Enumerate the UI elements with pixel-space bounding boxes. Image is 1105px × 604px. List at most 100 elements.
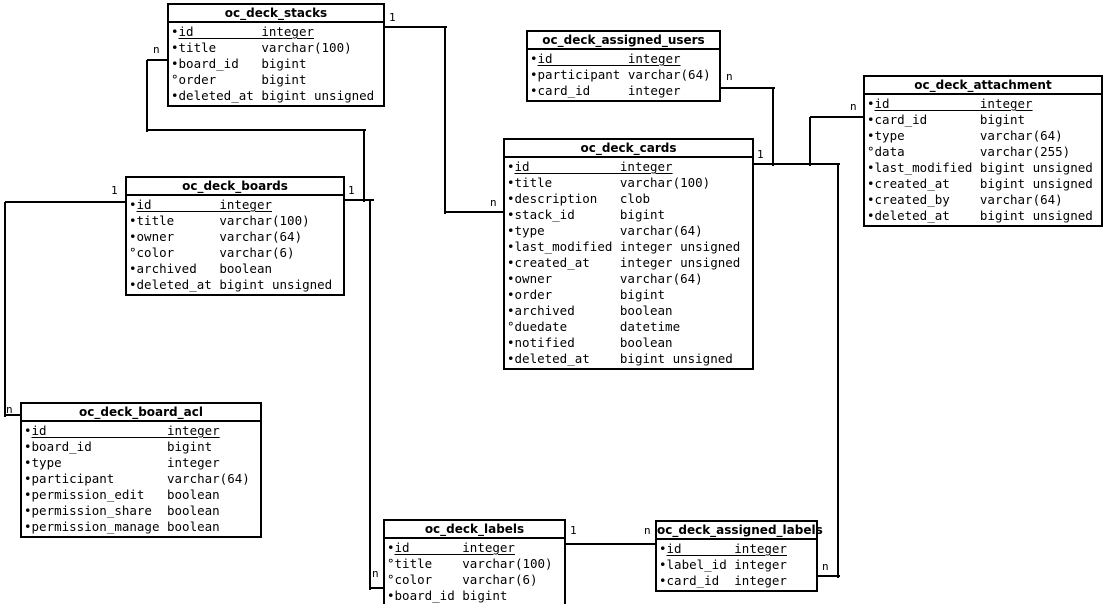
field-text: deleted_at bigint unsigned (136, 277, 333, 292)
cardinality-label: 1 (389, 11, 396, 24)
field-text: title varchar(100) (178, 40, 352, 55)
relationship-line-boards-to-stacks (147, 59, 169, 61)
field-row-color: °color varchar(6) (129, 245, 341, 261)
notnull-bullet-icon: • (24, 487, 32, 502)
notnull-bullet-icon: • (24, 503, 32, 518)
field-row-duedate: °duedate datetime (507, 319, 750, 335)
entity-oc_deck_boards[interactable]: oc_deck_boards•id integer•title varchar(… (125, 176, 345, 296)
entity-oc_deck_assigned_users[interactable]: oc_deck_assigned_users•id integer•partic… (526, 30, 721, 102)
entity-title: oc_deck_labels (385, 521, 564, 539)
field-row-title: •title varchar(100) (171, 40, 381, 56)
field-text: last_modified bigint unsigned (874, 160, 1093, 175)
cardinality-label: 1 (348, 184, 355, 197)
field-row-card_id: •card_id integer (659, 573, 814, 589)
field-row-order: °order bigint (171, 72, 381, 88)
notnull-bullet-icon: • (867, 208, 875, 223)
field-row-label_id: •label_id integer (659, 557, 814, 573)
entity-title: oc_deck_attachment (865, 77, 1101, 95)
primary-key-field-text: id integer (136, 197, 272, 212)
field-text: card_id integer (666, 573, 787, 588)
entity-oc_deck_assigned_labels[interactable]: oc_deck_assigned_labels•id integer•label… (655, 520, 823, 592)
relationship-line-stacks-to-cards (444, 27, 446, 214)
field-text: duedate datetime (514, 319, 681, 334)
entity-oc_deck_attachment[interactable]: oc_deck_attachment•id integer•card_id bi… (863, 75, 1103, 227)
relationship-line-cards-to-assigned-users-attachment-assigned-labels (772, 88, 774, 166)
field-text: description clob (514, 191, 650, 206)
field-text: color varchar(6) (136, 245, 295, 260)
field-text: deleted_at bigint unsigned (178, 88, 375, 103)
field-text: label_id integer (666, 557, 787, 572)
field-row-type: •type integer (24, 455, 258, 471)
field-row-id: •id integer (530, 51, 717, 67)
notnull-bullet-icon: • (129, 213, 137, 228)
field-row-stack_id: •stack_id bigint (507, 207, 750, 223)
entity-oc_deck_cards[interactable]: oc_deck_cards•id integer•title varchar(1… (503, 138, 754, 370)
relationship-line-boards-to-stacks (345, 199, 374, 201)
entity-oc_deck_stacks[interactable]: oc_deck_stacks•id integer•title varchar(… (167, 3, 385, 107)
entity-oc_deck_labels[interactable]: oc_deck_labels•id integer°title varchar(… (383, 519, 566, 604)
primary-key-field-text: id integer (874, 96, 1033, 111)
relationship-line-boards-to-stacks (147, 129, 366, 131)
cardinality-label: n (490, 196, 497, 209)
primary-key-field-text: id integer (514, 159, 673, 174)
field-row-last_modified: •last_modified integer unsigned (507, 239, 750, 255)
field-text: board_id bigint (178, 56, 307, 71)
notnull-bullet-icon: • (171, 88, 179, 103)
notnull-bullet-icon: • (387, 588, 395, 603)
notnull-bullet-icon: • (24, 423, 32, 438)
notnull-bullet-icon: • (659, 541, 667, 556)
field-row-description: •description clob (507, 191, 750, 207)
entity-title: oc_deck_assigned_labels (657, 522, 823, 540)
relationship-line-boards-to-board-acl (5, 201, 127, 203)
field-list: •id integer°title varchar(100)°color var… (385, 539, 564, 604)
field-list: •id integer•label_id integer•card_id int… (657, 540, 816, 590)
notnull-bullet-icon: • (507, 255, 515, 270)
notnull-bullet-icon: • (507, 287, 515, 302)
field-row-card_id: •card_id bigint (867, 112, 1099, 128)
relationship-line-boards-to-board-acl (5, 414, 22, 416)
notnull-bullet-icon: • (387, 540, 395, 555)
notnull-bullet-icon: • (24, 471, 32, 486)
primary-key-field-text: id integer (394, 540, 515, 555)
field-row-id: •id integer (171, 24, 381, 40)
field-text: archived boolean (136, 261, 272, 276)
relationship-line-cards-to-assigned-users-attachment-assigned-labels (837, 164, 839, 578)
primary-key-field-text: id integer (31, 423, 220, 438)
field-text: deleted_at bigint unsigned (874, 208, 1093, 223)
relationship-line-boards-to-labels (369, 200, 371, 590)
field-row-permission_manage: •permission_manage boolean (24, 519, 258, 535)
field-row-title: •title varchar(100) (507, 175, 750, 191)
notnull-bullet-icon: • (171, 24, 179, 39)
entity-title: oc_deck_assigned_users (528, 32, 719, 50)
notnull-bullet-icon: • (530, 67, 538, 82)
field-row-owner: •owner varchar(64) (507, 271, 750, 287)
field-text: permission_manage boolean (31, 519, 220, 534)
nullable-bullet-icon: ° (171, 72, 179, 87)
cardinality-label: n (153, 43, 160, 56)
field-row-card_id: •card_id integer (530, 83, 717, 99)
relationship-line-cards-to-assigned-users-attachment-assigned-labels (753, 163, 840, 165)
field-row-participant: •participant varchar(64) (24, 471, 258, 487)
nullable-bullet-icon: ° (129, 245, 137, 260)
field-text: data varchar(255) (874, 144, 1071, 159)
primary-key-field-text: id integer (666, 541, 787, 556)
entity-oc_deck_board_acl[interactable]: oc_deck_board_acl•id integer•board_id bi… (20, 402, 262, 538)
field-text: title varchar(100) (514, 175, 711, 190)
field-list: •id integer•title varchar(100)•descripti… (505, 158, 752, 368)
notnull-bullet-icon: • (507, 207, 515, 222)
cardinality-label: n (372, 567, 379, 580)
field-row-board_id: •board_id bigint (24, 439, 258, 455)
field-text: order bigint (514, 287, 666, 302)
field-row-id: •id integer (507, 159, 750, 175)
primary-key-field-text: id integer (178, 24, 314, 39)
notnull-bullet-icon: • (867, 112, 875, 127)
nullable-bullet-icon: ° (867, 144, 875, 159)
field-row-owner: •owner varchar(64) (129, 229, 341, 245)
notnull-bullet-icon: • (867, 176, 875, 191)
field-row-deleted_at: •deleted_at bigint unsigned (129, 277, 341, 293)
notnull-bullet-icon: • (659, 557, 667, 572)
notnull-bullet-icon: • (507, 351, 515, 366)
field-text: last_modified integer unsigned (514, 239, 741, 254)
relationship-line-boards-to-stacks (363, 130, 365, 202)
cardinality-label: n (6, 403, 13, 416)
